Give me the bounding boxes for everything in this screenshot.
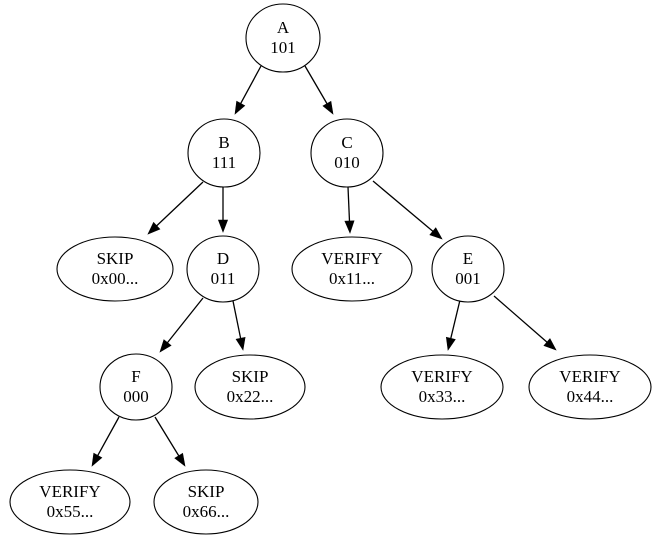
node-shape-ellipse — [153, 469, 259, 535]
node-label-secondary: 011 — [211, 269, 236, 288]
arrowhead-icon — [429, 227, 443, 240]
arrowhead-icon — [445, 336, 456, 351]
edge-b-to-skip00 — [147, 181, 204, 235]
node-label-secondary: 0x33... — [419, 387, 466, 406]
edge-f-to-verify55 — [91, 416, 120, 467]
node-label-secondary: 0x11... — [329, 269, 375, 288]
edge-line — [304, 65, 328, 104]
node-label-primary: A — [277, 18, 290, 37]
edge-c-to-verify11 — [344, 186, 355, 234]
edge-line — [493, 295, 548, 343]
node-label-secondary: 0x00... — [92, 269, 139, 288]
node-shape-ellipse — [291, 236, 413, 302]
arrowhead-icon — [217, 219, 229, 233]
arrowhead-icon — [91, 452, 103, 467]
edge-line — [450, 299, 461, 339]
arrowhead-icon — [235, 336, 246, 351]
node-shape-circle — [187, 118, 261, 188]
node-label-secondary: 001 — [455, 269, 481, 288]
edge-line — [154, 416, 180, 457]
edge-line — [166, 297, 204, 344]
graph-node-verify33[interactable]: VERIFY0x33... — [380, 354, 504, 420]
node-label-primary: VERIFY — [411, 367, 472, 386]
node-shape-circle — [431, 235, 505, 303]
node-label-primary: F — [131, 367, 140, 386]
graph-node-verify44[interactable]: VERIFY0x44... — [528, 354, 652, 420]
graph-node-verify55[interactable]: VERIFY0x55... — [9, 469, 131, 535]
edge-line — [347, 186, 351, 222]
node-shape-ellipse — [9, 469, 131, 535]
node-label-primary: VERIFY — [321, 249, 382, 268]
edge-d-to-skip22 — [232, 300, 246, 351]
node-label-secondary: 0x55... — [47, 502, 94, 521]
node-label-primary: B — [218, 133, 229, 152]
arrowhead-icon — [344, 220, 355, 234]
node-label-secondary: 010 — [334, 153, 360, 172]
node-label-primary: D — [217, 249, 229, 268]
arrowhead-icon — [174, 452, 186, 467]
node-label-secondary: 0x22... — [227, 387, 274, 406]
node-label-secondary: 101 — [270, 38, 296, 57]
edge-c-to-e — [372, 180, 443, 240]
node-label-primary: SKIP — [232, 367, 269, 386]
node-label-primary: VERIFY — [559, 367, 620, 386]
node-shape-circle — [245, 3, 321, 73]
arrowhead-icon — [543, 338, 557, 351]
nodes-layer: A101B111C010SKIP0x00...D011VERIFY0x11...… — [9, 3, 652, 535]
edge-e-to-verify44 — [493, 295, 557, 351]
node-shape-circle — [99, 353, 173, 421]
graph-node-skip66[interactable]: SKIP0x66... — [153, 469, 259, 535]
node-label-primary: VERIFY — [39, 482, 100, 501]
edge-line — [372, 180, 434, 232]
node-label-secondary: 0x44... — [567, 387, 614, 406]
graph-node-verify11[interactable]: VERIFY0x11... — [291, 236, 413, 302]
edge-line — [240, 65, 262, 104]
edge-f-to-skip66 — [154, 416, 186, 467]
edge-e-to-verify33 — [445, 299, 461, 351]
edge-a-to-b — [234, 65, 262, 115]
graph-node-skip22[interactable]: SKIP0x22... — [194, 354, 306, 420]
arrowhead-icon — [322, 100, 334, 115]
node-label-primary: SKIP — [188, 482, 225, 501]
arrowhead-icon — [159, 339, 172, 353]
edge-a-to-c — [304, 65, 334, 115]
arrowhead-icon — [147, 221, 161, 235]
arrowhead-icon — [234, 100, 246, 115]
node-shape-ellipse — [56, 236, 174, 302]
node-label-primary: C — [341, 133, 352, 152]
node-shape-circle — [310, 118, 384, 188]
edge-line — [156, 181, 204, 227]
edge-b-to-d — [217, 187, 229, 233]
node-label-primary: E — [463, 249, 473, 268]
node-label-secondary: 000 — [123, 387, 149, 406]
node-label-secondary: 0x66... — [183, 502, 230, 521]
edges-layer — [91, 65, 557, 467]
node-shape-ellipse — [528, 354, 652, 420]
node-shape-ellipse — [380, 354, 504, 420]
node-shape-circle — [186, 235, 260, 303]
graph-node-skip00[interactable]: SKIP0x00... — [56, 236, 174, 302]
edge-line — [232, 300, 242, 339]
edge-line — [97, 416, 120, 456]
node-label-primary: SKIP — [97, 249, 134, 268]
node-shape-ellipse — [194, 354, 306, 420]
edge-d-to-f — [159, 297, 204, 353]
node-label-secondary: 111 — [212, 153, 236, 172]
